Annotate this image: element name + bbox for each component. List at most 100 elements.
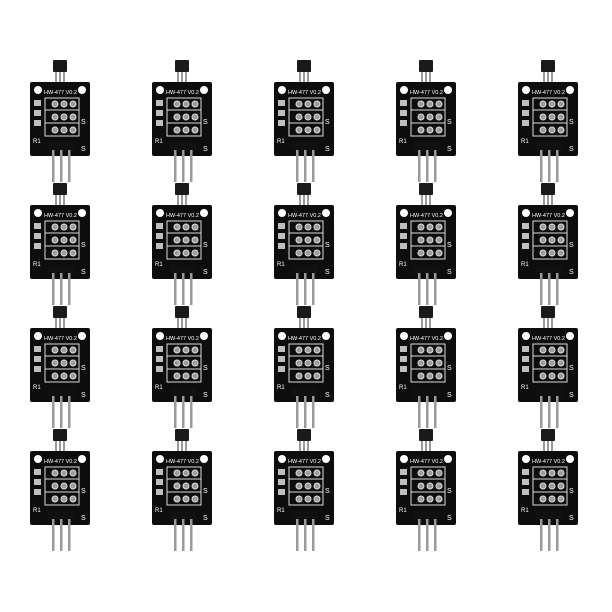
board-label: HW-477 V0.2: [288, 459, 321, 465]
resistor-label: R1: [277, 262, 285, 268]
mounting-hole: [322, 455, 330, 463]
solder-pad-grid: [166, 97, 202, 137]
pin-header: [48, 142, 74, 150]
signal-label: S: [325, 515, 330, 522]
sensor-board-illustration: HW-477 V0.2 S R1 S: [152, 306, 212, 428]
signal-label: S: [81, 146, 86, 153]
mounting-hole: [78, 332, 86, 340]
signal-label: S: [447, 515, 452, 522]
pin-header: [48, 388, 74, 396]
sensor-board-illustration: HW-477 V0.2 S R1 S: [152, 429, 212, 551]
hall-sensor-chip: [53, 306, 67, 318]
signal-label: S: [447, 365, 452, 372]
mounting-hole: [566, 455, 574, 463]
sensor-legs: [543, 441, 553, 455]
sensor-board-illustration: HW-477 V0.2 S R1 S: [518, 60, 578, 182]
solder-pad-grid: [288, 343, 324, 383]
mounting-hole: [278, 455, 286, 463]
board-label: HW-477 V0.2: [288, 213, 321, 219]
board-label: HW-477 V0.2: [166, 459, 199, 465]
sensor-board-illustration: HW-477 V0.2 S R1 S: [274, 60, 334, 182]
signal-label: S: [569, 146, 574, 153]
sensor-legs: [421, 195, 431, 209]
signal-label: S: [325, 365, 330, 372]
mounting-hole: [156, 455, 164, 463]
resistor-label: R1: [399, 262, 407, 268]
board-label: HW-477 V0.2: [410, 336, 443, 342]
hall-sensor-chip: [175, 60, 189, 72]
mounting-hole: [566, 86, 574, 94]
pin-header: [536, 388, 562, 396]
board-label: HW-477 V0.2: [532, 336, 565, 342]
signal-label: S: [325, 119, 330, 126]
signal-label: S: [569, 242, 574, 249]
header-pins: [296, 273, 315, 305]
mounting-hole: [156, 86, 164, 94]
resistor-label: R1: [277, 508, 285, 514]
resistor-label: R1: [399, 508, 407, 514]
sensor-legs: [421, 72, 431, 86]
mounting-hole: [444, 86, 452, 94]
board-label: HW-477 V0.2: [44, 459, 77, 465]
signal-label: S: [81, 488, 86, 495]
signal-label: S: [81, 269, 86, 276]
sensor-board-illustration: HW-477 V0.2 S R1 S: [518, 429, 578, 551]
signal-label: S: [203, 515, 208, 522]
mounting-hole: [444, 332, 452, 340]
solder-pad-grid: [532, 97, 568, 137]
sensor-legs: [421, 318, 431, 332]
resistor-label: R1: [521, 385, 529, 391]
pin-header: [170, 388, 196, 396]
header-pins: [174, 396, 193, 428]
hall-sensor-module: HW-477 V0.2 S R1 S: [394, 306, 458, 430]
solder-pad-grid: [44, 466, 80, 506]
sensor-board-illustration: HW-477 V0.2 S R1 S: [396, 429, 456, 551]
sensor-board-illustration: HW-477 V0.2 S R1 S: [274, 306, 334, 428]
mounting-hole: [200, 455, 208, 463]
sensor-board-illustration: HW-477 V0.2 S R1 S: [152, 183, 212, 305]
resistor-label: R1: [155, 139, 163, 145]
signal-label: S: [447, 146, 452, 153]
hall-sensor-module: HW-477 V0.2 S R1 S: [516, 306, 580, 430]
pin-header: [292, 388, 318, 396]
board-label: HW-477 V0.2: [532, 213, 565, 219]
solder-pad-grid: [44, 220, 80, 260]
solder-pad-grid: [166, 343, 202, 383]
sensor-legs: [55, 318, 65, 332]
header-pins: [296, 519, 315, 551]
hall-sensor-chip: [419, 183, 433, 195]
solder-pad-grid: [44, 97, 80, 137]
sensor-legs: [299, 318, 309, 332]
hall-sensor-chip: [53, 60, 67, 72]
hall-sensor-module: HW-477 V0.2 S R1 S: [516, 183, 580, 307]
sensor-legs: [543, 195, 553, 209]
header-pins: [174, 519, 193, 551]
board-label: HW-477 V0.2: [410, 90, 443, 96]
header-pins: [540, 273, 559, 305]
mounting-hole: [400, 455, 408, 463]
resistor-label: R1: [277, 139, 285, 145]
sensor-legs: [177, 441, 187, 455]
signal-label: S: [203, 392, 208, 399]
sensor-board-illustration: HW-477 V0.2 S R1 S: [30, 183, 90, 305]
signal-label: S: [81, 515, 86, 522]
signal-label: S: [325, 242, 330, 249]
signal-label: S: [203, 242, 208, 249]
signal-label: S: [569, 392, 574, 399]
sensor-legs: [177, 318, 187, 332]
hall-sensor-module: HW-477 V0.2 S R1 S: [150, 60, 214, 184]
hall-sensor-chip: [175, 429, 189, 441]
pin-header: [292, 265, 318, 273]
solder-pad-grid: [44, 343, 80, 383]
mounting-hole: [78, 86, 86, 94]
resistor-label: R1: [33, 508, 41, 514]
mounting-hole: [566, 332, 574, 340]
signal-label: S: [447, 392, 452, 399]
hall-sensor-chip: [297, 183, 311, 195]
signal-label: S: [325, 392, 330, 399]
board-label: HW-477 V0.2: [44, 90, 77, 96]
pin-header: [170, 265, 196, 273]
hall-sensor-module: HW-477 V0.2 S R1 S: [272, 306, 336, 430]
signal-label: S: [569, 365, 574, 372]
header-pins: [540, 396, 559, 428]
